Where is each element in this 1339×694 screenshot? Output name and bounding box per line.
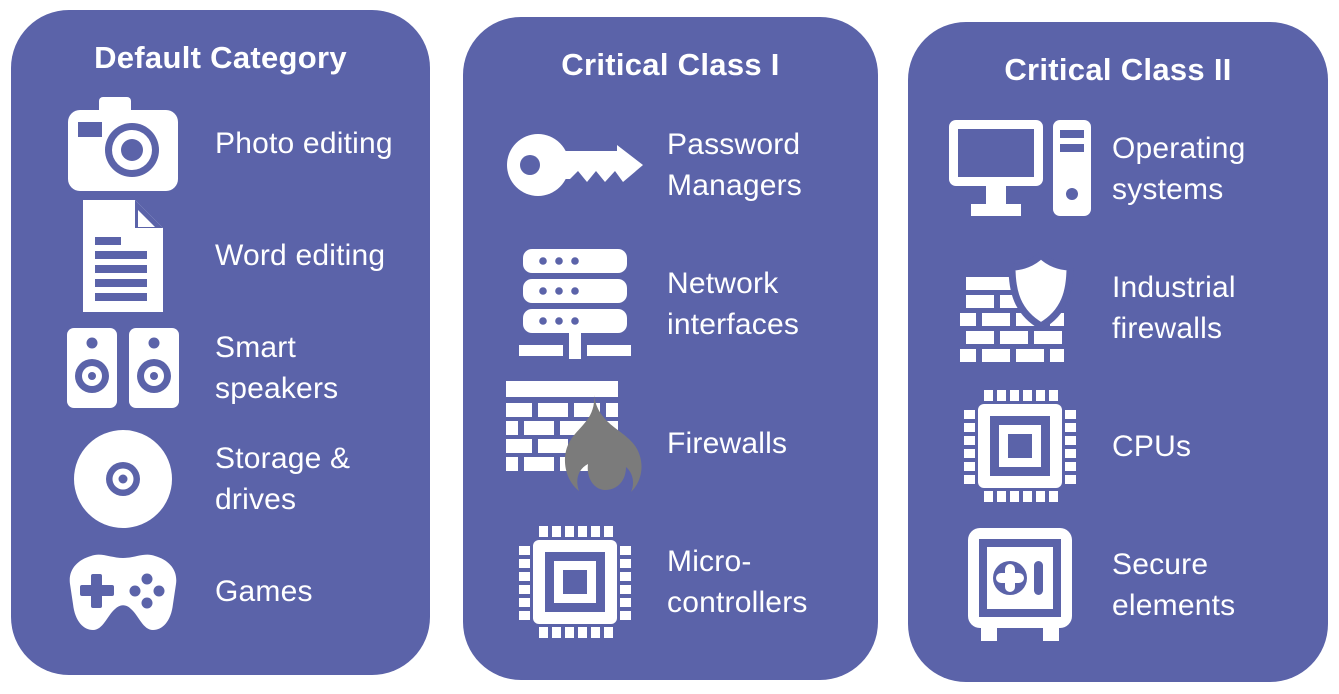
item-label: Micro- controllers [667, 545, 808, 620]
firewall-flame-icon [501, 381, 649, 505]
item-label: CPUs [1112, 429, 1192, 463]
category-item: Password Managers [501, 95, 858, 234]
server-icon [501, 248, 649, 359]
category-item: Storage & drives [49, 424, 410, 536]
item-label: Operating systems [1112, 132, 1246, 207]
card-items: Photo editing Word editing Smart speaker… [11, 80, 430, 675]
document-icon [49, 199, 197, 312]
category-item: Operating systems [946, 100, 1308, 239]
safe-icon [946, 528, 1094, 642]
item-label: Secure elements [1112, 547, 1236, 622]
item-label: Photo editing [215, 127, 393, 161]
item-label: Word editing [215, 239, 386, 273]
gamepad-icon [49, 550, 197, 632]
category-card: Critical Class I Password Managers Netwo… [463, 17, 878, 680]
firewall-shield-icon [946, 250, 1094, 365]
category-item: Network interfaces [501, 234, 858, 373]
card-title: Critical Class I [561, 47, 780, 82]
card-title: Critical Class II [1004, 52, 1232, 87]
category-item: Firewalls [501, 374, 858, 513]
category-card: Default Category Photo editing Word edit… [11, 10, 430, 675]
disc-icon [49, 430, 197, 529]
category-item: Industrial firewalls [946, 239, 1308, 378]
card-items: Operating systems Industrial firewalls C… [908, 92, 1328, 682]
key-icon [501, 129, 649, 201]
item-label: Games [215, 574, 313, 608]
cpu-icon [946, 390, 1094, 503]
item-label: Password Managers [667, 127, 803, 202]
category-item: Photo editing [49, 88, 410, 200]
item-label: Smart speakers [215, 330, 339, 405]
category-item: CPUs [946, 377, 1308, 516]
card-title: Default Category [94, 40, 347, 75]
camera-icon [49, 96, 197, 191]
item-label: Industrial firewalls [1112, 270, 1236, 345]
item-label: Network interfaces [667, 266, 800, 341]
computer-icon [946, 120, 1094, 218]
item-label: Storage & drives [215, 442, 351, 517]
speakers-icon [49, 327, 197, 408]
category-item: Secure elements [946, 516, 1308, 655]
category-item: Word editing [49, 199, 410, 312]
category-item: Games [49, 535, 410, 647]
card-items: Password Managers Network interfaces Fir… [463, 87, 878, 680]
category-item: Smart speakers [49, 312, 410, 424]
item-label: Firewalls [667, 426, 788, 460]
category-item: Micro- controllers [501, 513, 858, 652]
microchip-icon [501, 526, 649, 639]
category-card: Critical Class II Operating systems Indu… [908, 22, 1328, 682]
